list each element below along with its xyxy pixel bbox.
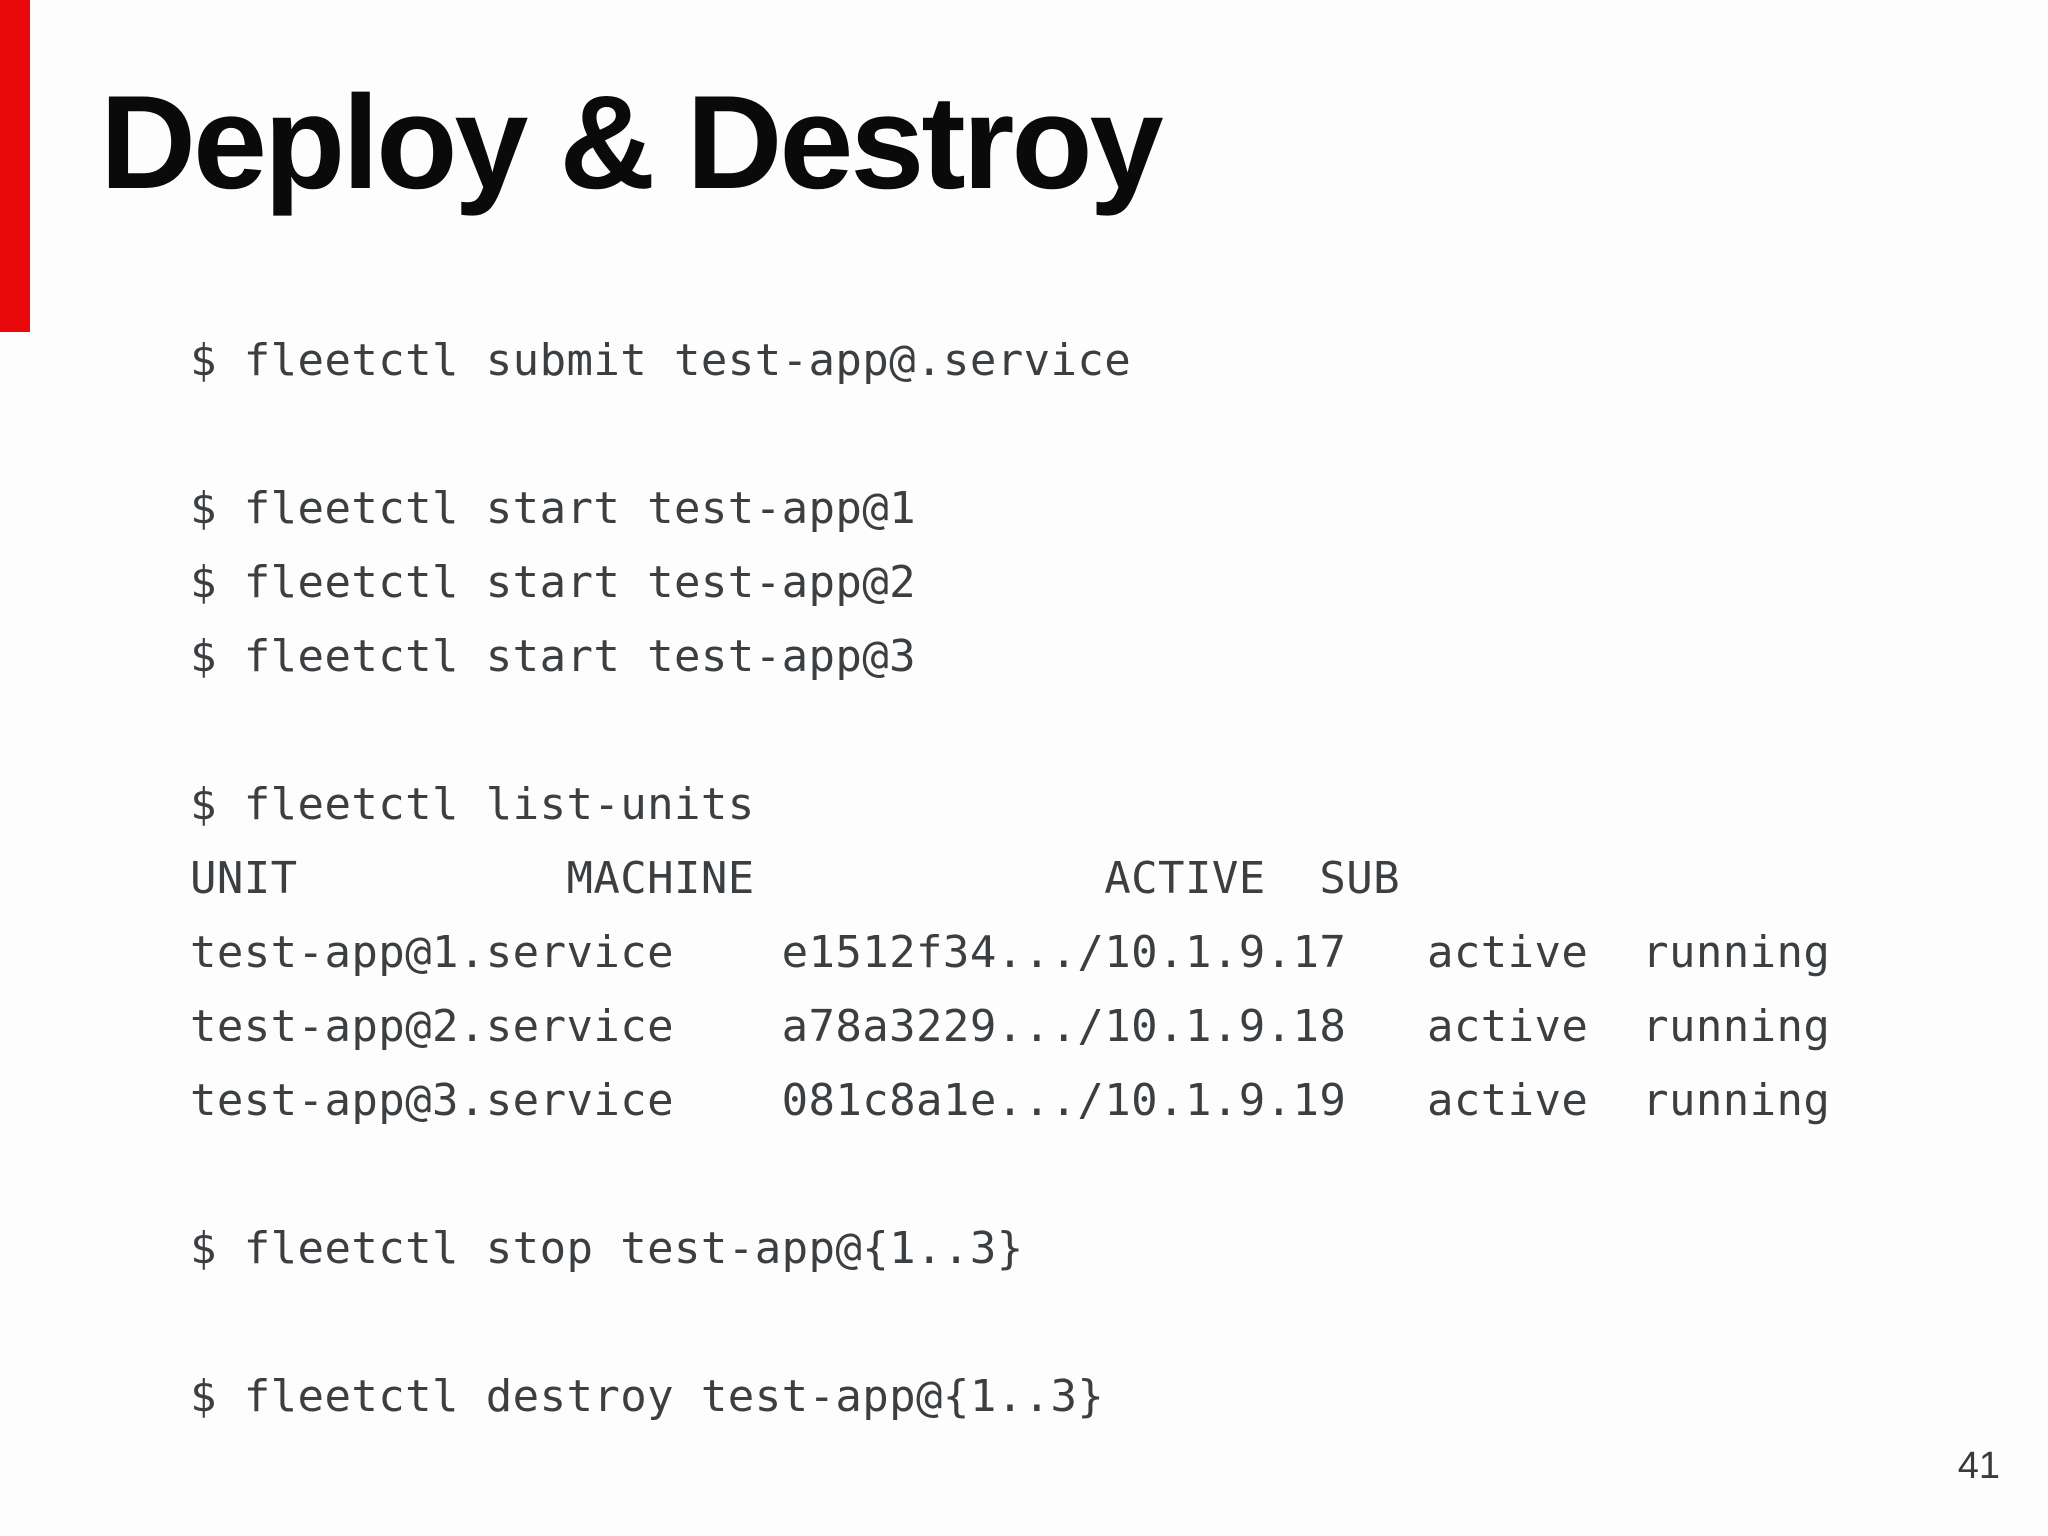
- terminal-line: $ fleetctl submit test-app@.service: [190, 335, 1132, 386]
- terminal-line: $ fleetctl start test-app@3: [190, 631, 917, 682]
- terminal-line: [190, 1138, 1830, 1212]
- terminal-line: [190, 694, 1830, 768]
- terminal-line: $ fleetctl stop test-app@{1..3}: [190, 1223, 1024, 1274]
- terminal-line: [190, 1286, 1830, 1360]
- page-number: 41: [1957, 1445, 2000, 1487]
- terminal-line: $ fleetctl destroy test-app@{1..3}: [190, 1371, 1105, 1422]
- terminal-line: test-app@1.service e1512f34.../10.1.9.17…: [190, 927, 1831, 978]
- terminal-output: $ fleetctl submit test-app@.service $ fl…: [190, 324, 1830, 1434]
- terminal-line: [190, 398, 1830, 472]
- terminal-line: UNIT MACHINE ACTIVE SUB: [190, 853, 1401, 904]
- red-accent-bar: [0, 0, 30, 332]
- terminal-line: $ fleetctl list-units: [190, 779, 755, 830]
- terminal-line: test-app@3.service 081c8a1e.../10.1.9.19…: [190, 1075, 1831, 1126]
- terminal-line: $ fleetctl start test-app@1: [190, 483, 917, 534]
- terminal-line: test-app@2.service a78a3229.../10.1.9.18…: [190, 1001, 1831, 1052]
- slide-title: Deploy & Destroy: [100, 69, 1164, 217]
- terminal-line: $ fleetctl start test-app@2: [190, 557, 917, 608]
